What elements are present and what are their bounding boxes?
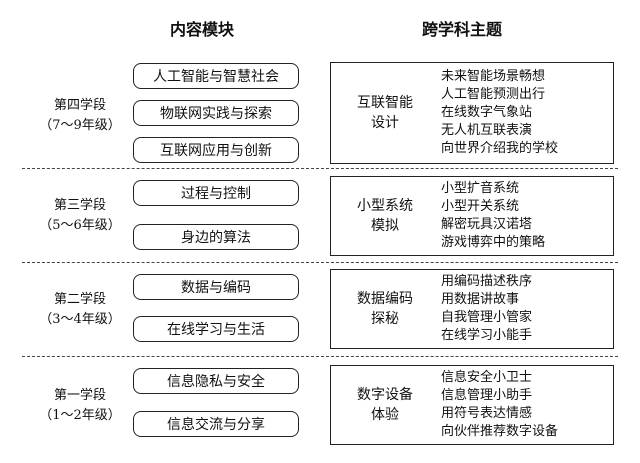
stage-grade: （3～4年级）	[39, 312, 121, 327]
topic-item: 无人机互联表演	[441, 123, 533, 138]
theme-box-stage-4: 互联智能 设计 未来智能场景畅想 人工智能预测出行 在线数字气象站 无人机互联表…	[330, 62, 614, 164]
theme-topics: 未来智能场景畅想 人工智能预测出行 在线数字气象站 无人机互联表演 向世界介绍我…	[441, 68, 558, 158]
theme-topics: 小型扩音系统 小型开关系统 解密玩具汉诺塔 游戏博弈中的策略	[441, 180, 545, 252]
theme-title-line: 探秘	[371, 311, 399, 327]
topic-item: 未来智能场景畅想	[441, 69, 546, 84]
topic-item: 自我管理小管家	[441, 310, 533, 325]
stage-name: 第一学段	[53, 388, 106, 403]
module-box: 身边的算法	[133, 224, 299, 250]
theme-box-stage-2: 数据编码 探秘 用编码描述秩序 用数据讲故事 自我管理小管家 在线学习小能手	[330, 269, 614, 349]
theme-topics: 用编码描述秩序 用数据讲故事 自我管理小管家 在线学习小能手	[441, 273, 532, 345]
theme-title-line: 小型系统	[357, 198, 413, 214]
theme-title: 小型系统 模拟	[331, 196, 439, 236]
stage-grade: （1～2年级）	[39, 408, 121, 423]
stage-separator	[22, 262, 618, 263]
stage-grade: （5～6年级）	[39, 218, 121, 233]
topic-item: 信息安全小卫士	[441, 370, 533, 385]
topic-item: 用符号表达情感	[441, 406, 533, 421]
stage-4-label: 第四学段 （7～9年级）	[30, 96, 130, 136]
module-box: 物联网实践与探索	[133, 100, 299, 126]
stage-name: 第四学段	[53, 98, 106, 113]
topic-item: 用数据讲故事	[441, 292, 520, 307]
stage-separator	[22, 356, 618, 357]
topic-item: 向伙伴推荐数字设备	[441, 424, 559, 439]
topic-item: 小型开关系统	[441, 199, 520, 214]
stage-2-label: 第二学段 （3～4年级）	[30, 290, 130, 330]
theme-title-line: 互联智能	[357, 95, 413, 111]
theme-topics: 信息安全小卫士 信息管理小助手 用符号表达情感 向伙伴推荐数字设备	[441, 369, 558, 441]
module-box: 过程与控制	[133, 180, 299, 206]
topic-item: 游戏博弈中的策略	[441, 235, 546, 250]
theme-title-line: 设计	[371, 115, 399, 131]
topic-item: 用编码描述秩序	[441, 274, 533, 289]
topic-item: 人工智能预测出行	[441, 87, 546, 102]
stage-grade: （7～9年级）	[39, 118, 121, 133]
stage-1-label: 第一学段 （1～2年级）	[30, 386, 130, 426]
stage-3-label: 第三学段 （5～6年级）	[30, 196, 130, 236]
stage-separator	[22, 168, 618, 169]
module-box: 互联网应用与创新	[133, 137, 299, 163]
module-box: 数据与编码	[133, 274, 299, 300]
topic-item: 在线数字气象站	[441, 105, 533, 120]
module-box: 人工智能与智慧社会	[133, 63, 299, 89]
topic-item: 向世界介绍我的学校	[441, 141, 559, 156]
module-box: 在线学习与生活	[133, 316, 299, 342]
theme-box-stage-3: 小型系统 模拟 小型扩音系统 小型开关系统 解密玩具汉诺塔 游戏博弈中的策略	[330, 176, 614, 256]
theme-title-line: 数字设备	[357, 387, 413, 403]
theme-title: 互联智能 设计	[331, 93, 439, 133]
stage-name: 第二学段	[53, 292, 106, 307]
topic-item: 信息管理小助手	[441, 388, 533, 403]
theme-box-stage-1: 数字设备 体验 信息安全小卫士 信息管理小助手 用符号表达情感 向伙伴推荐数字设…	[330, 365, 614, 445]
header-content-modules: 内容模块	[170, 20, 235, 39]
theme-title-line: 模拟	[371, 218, 399, 234]
header-cross-disciplinary-themes: 跨学科主题	[422, 20, 503, 39]
topic-item: 在线学习小能手	[441, 328, 533, 343]
theme-title: 数据编码 探秘	[331, 289, 439, 329]
stage-name: 第三学段	[53, 198, 106, 213]
theme-title-line: 数据编码	[357, 291, 413, 307]
theme-title: 数字设备 体验	[331, 385, 439, 425]
theme-title-line: 体验	[371, 407, 399, 423]
module-box: 信息隐私与安全	[133, 368, 299, 394]
topic-item: 小型扩音系统	[441, 181, 520, 196]
topic-item: 解密玩具汉诺塔	[441, 217, 533, 232]
module-box: 信息交流与分享	[133, 411, 299, 437]
